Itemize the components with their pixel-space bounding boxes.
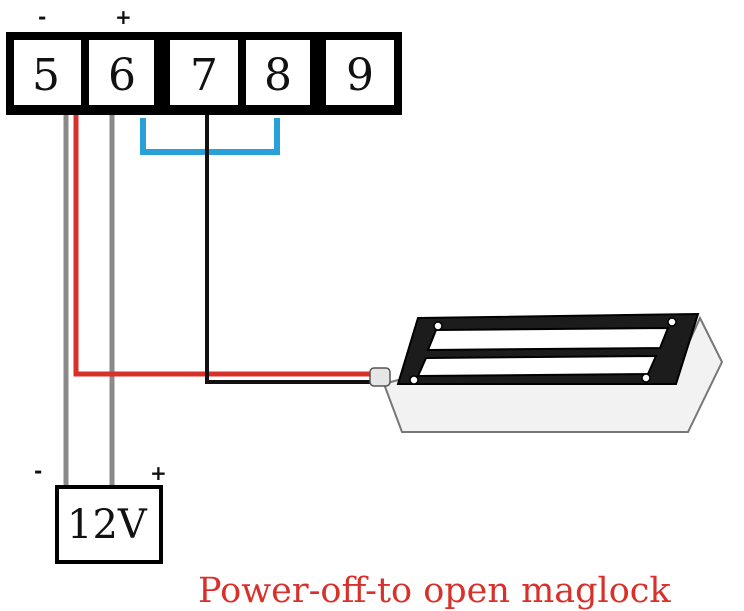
mounting-hole [641, 373, 651, 383]
mounting-hole [433, 321, 443, 331]
mounting-hole [667, 317, 677, 327]
maglock-coil-slot [426, 326, 670, 352]
terminal-9-label: 9 [346, 50, 374, 101]
maglock [369, 312, 724, 433]
terminal-8-label: 8 [264, 50, 292, 101]
terminal-block-9 [318, 32, 402, 115]
maglock-coil-slot [416, 354, 658, 378]
psu-positive-sign: + [150, 461, 167, 485]
terminal-6-polarity: + [115, 5, 132, 29]
terminal-7-label: 7 [190, 50, 218, 101]
terminal-6-label: 6 [108, 50, 136, 101]
maglock-cable-grommet [369, 367, 391, 387]
terminal-block-5-6 [6, 32, 162, 115]
power-supply-box [55, 485, 163, 564]
power-supply-label: 12V [67, 502, 148, 548]
terminal-block-base [8, 105, 162, 115]
terminal-5-label: 5 [32, 50, 60, 101]
black-wire-maglock [205, 115, 372, 384]
terminal-5-polarity: - [38, 5, 46, 29]
terminal-block-base [320, 105, 402, 115]
diagram-caption: Power-off-to open maglock [198, 571, 671, 611]
red-wire-maglock [73, 115, 372, 377]
psu-negative-sign: - [34, 459, 42, 483]
terminal-block-base [164, 105, 318, 115]
mounting-hole [409, 375, 419, 385]
terminal-block-7-8 [162, 32, 318, 115]
jumper-wire-6-8 [140, 118, 280, 155]
